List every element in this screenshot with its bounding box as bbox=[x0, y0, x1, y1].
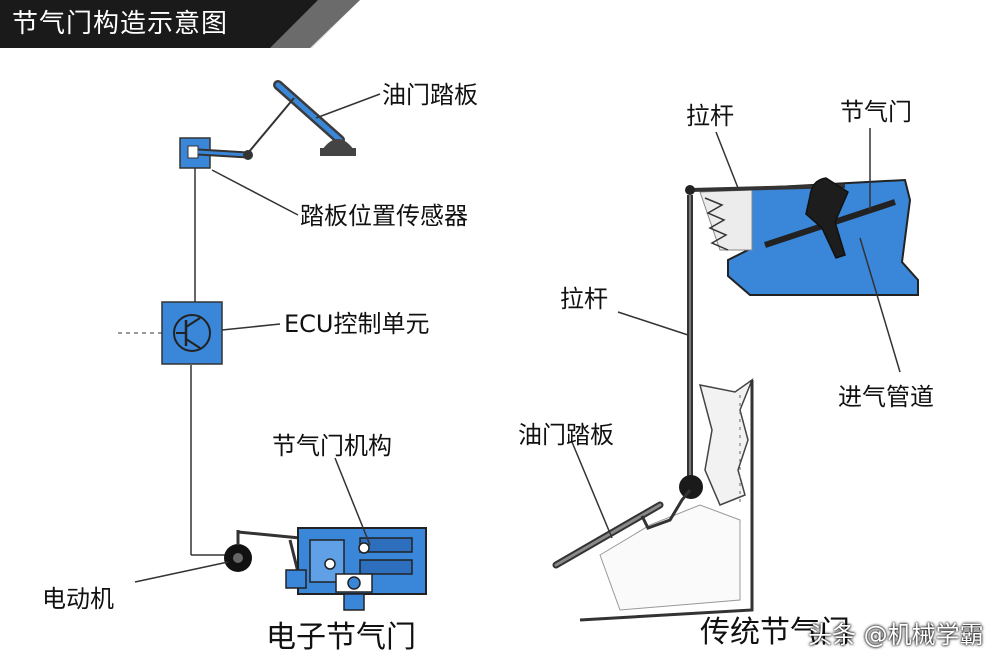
title-banner bbox=[0, 0, 360, 48]
label-motor: 电动机 bbox=[42, 585, 114, 613]
label-throttle-mechanism: 节气门机构 bbox=[272, 432, 392, 460]
left-pedal bbox=[247, 80, 356, 156]
motor bbox=[224, 530, 301, 572]
label-throttle: 节气门 bbox=[840, 98, 912, 126]
left-diagram bbox=[118, 80, 427, 611]
watermark: 头条 @机械学霸 bbox=[808, 621, 984, 649]
caption-electronic-throttle: 电子节气门 bbox=[266, 620, 416, 655]
label-pedal-position-sensor: 踏板位置传感器 bbox=[300, 202, 468, 230]
label-ecu: ECU控制单元 bbox=[284, 310, 430, 338]
pedal-sensor bbox=[179, 137, 253, 169]
right-pedal bbox=[552, 489, 692, 569]
page-title: 节气门构造示意图 bbox=[12, 9, 229, 39]
label-rod: 拉杆 bbox=[560, 285, 608, 313]
label-pedal: 油门踏板 bbox=[382, 81, 478, 109]
label-pedal-right: 油门踏板 bbox=[518, 421, 614, 449]
throttle-plate bbox=[764, 177, 896, 259]
label-intake-pipe: 进气管道 bbox=[838, 383, 934, 411]
ecu-unit bbox=[161, 301, 223, 365]
throttle-mechanism bbox=[285, 527, 427, 611]
label-rod-top: 拉杆 bbox=[686, 102, 734, 130]
floor-wall bbox=[579, 377, 754, 622]
caption-conventional-throttle: 传统节气门 bbox=[700, 615, 850, 650]
right-diagram bbox=[552, 128, 919, 622]
